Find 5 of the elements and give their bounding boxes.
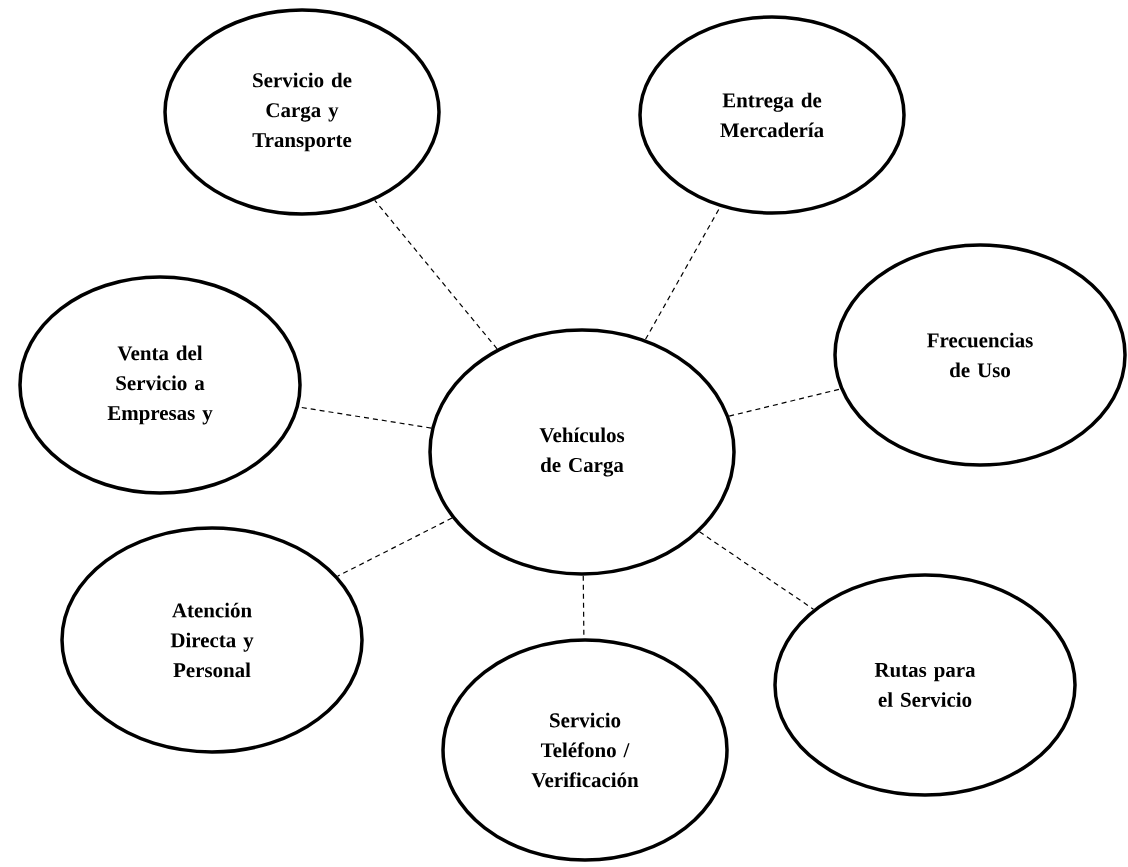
dashed-connector: [337, 517, 453, 577]
dashed-connector: [698, 531, 815, 610]
dashed-connector: [374, 199, 498, 350]
dashed-connector: [728, 388, 841, 417]
dashed-connector: [644, 206, 721, 340]
